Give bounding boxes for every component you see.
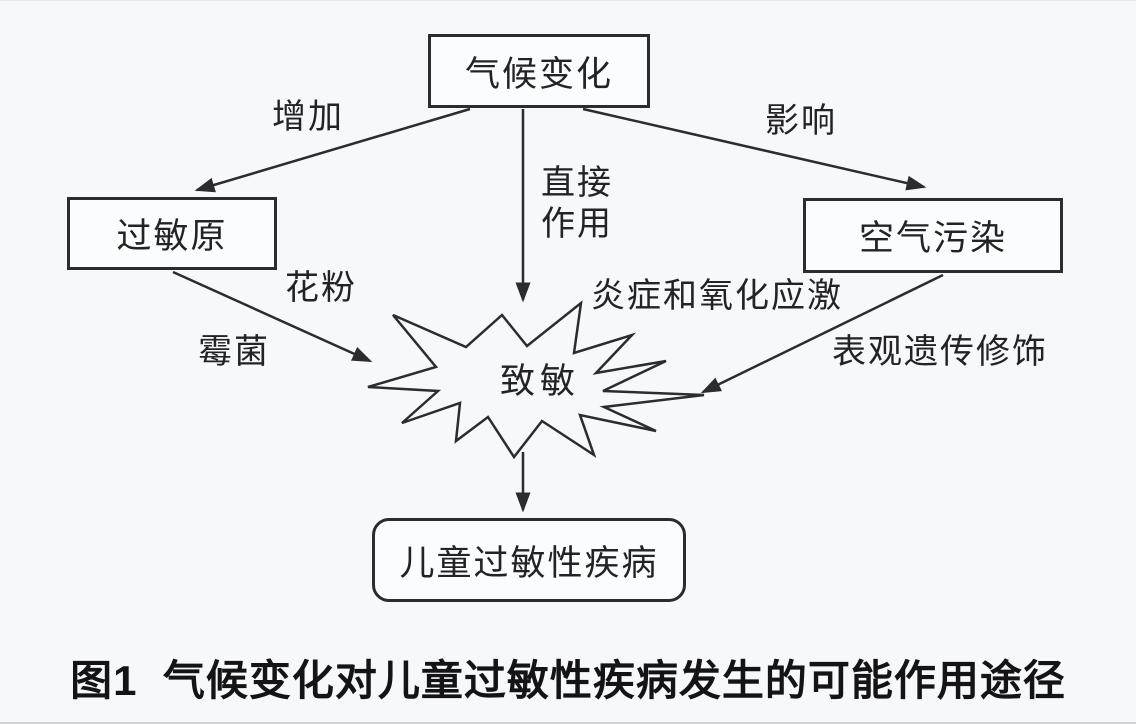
edge-label-increase: 增加 — [272, 98, 344, 136]
node-air-pollution: 空气污染 — [803, 198, 1063, 273]
node-air-pollution-label: 空气污染 — [858, 219, 1007, 258]
edge-label-direct-effect: 直接 作用 — [541, 164, 613, 244]
edge-label-inflammation-oxidative-stress: 炎症和氧化应激 — [591, 277, 843, 315]
node-allergens: 过敏原 — [67, 197, 277, 270]
arrow-climate-to-air-pollution — [582, 107, 927, 191]
arrow-air-pollution-to-sensitization — [700, 273, 944, 394]
node-allergens-label: 过敏原 — [116, 217, 228, 256]
node-children-allergic-disease: 儿童过敏性疾病 — [372, 518, 686, 602]
edge-label-pollen: 花粉 — [285, 269, 357, 307]
figure-caption: 图1 气候变化对儿童过敏性疾病发生的可能作用途径 — [70, 657, 1066, 704]
edge-label-epigenetic-modification: 表观遗传修饰 — [832, 333, 1048, 371]
arrow-allergens-to-sensitization — [172, 270, 373, 363]
edge-label-influence: 影响 — [765, 102, 837, 140]
sensitization-starburst — [367, 300, 705, 459]
node-sensitization-label: 致敏 — [499, 362, 580, 401]
node-climate-change-label: 气候变化 — [464, 54, 613, 94]
node-climate-change: 气候变化 — [428, 34, 650, 108]
edge-label-mold: 霉菌 — [198, 333, 270, 371]
arrow-climate-to-allergens — [194, 107, 471, 193]
starburst-shape — [367, 300, 705, 459]
node-children-allergic-disease-label: 儿童过敏性疾病 — [399, 543, 659, 583]
